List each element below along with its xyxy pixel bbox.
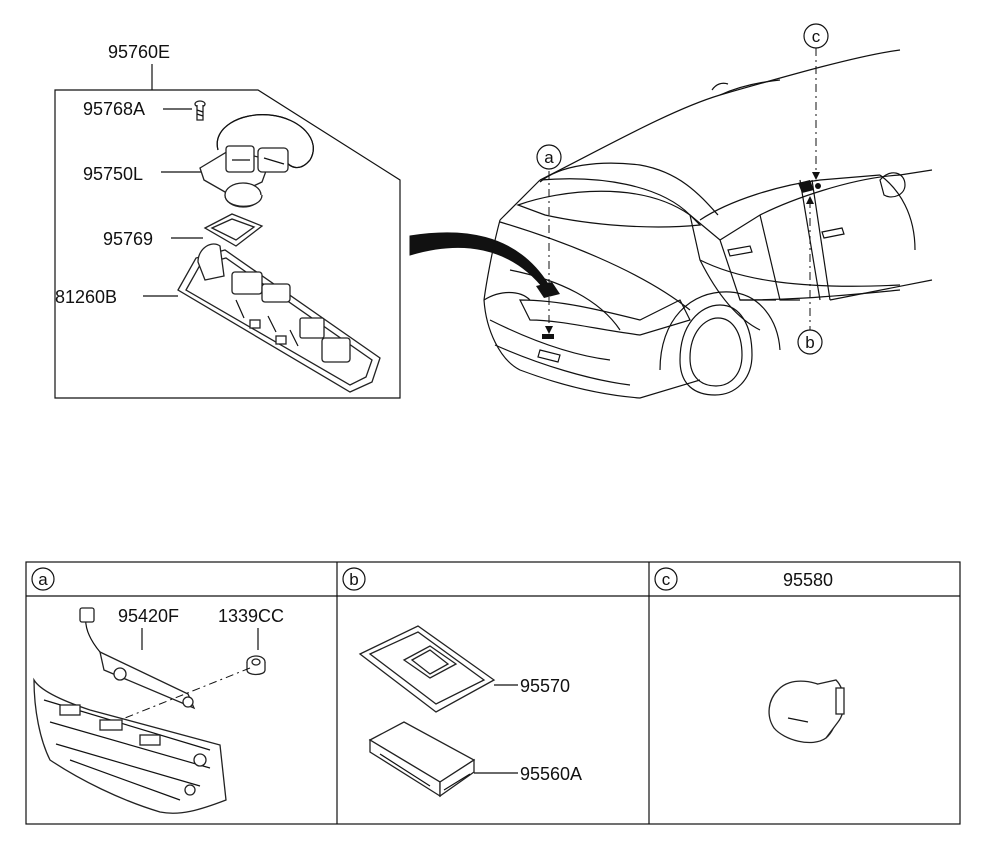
cell-b-part-2: 95560A — [520, 764, 582, 784]
cover-plate-icon — [358, 625, 496, 713]
part-label-switch: 95750L — [83, 164, 143, 184]
bumper-panel-icon — [33, 677, 227, 814]
detail-table: a b c 95580 95420F 1339CC — [25, 561, 961, 825]
button-switch-icon — [768, 679, 845, 744]
callout-circle-c — [803, 23, 829, 49]
cell-b-part-1: 95570 — [520, 676, 570, 696]
part-label-screw: 95768A — [83, 99, 145, 119]
cell-b-letter: b — [349, 570, 358, 589]
callout-letter-b: b — [805, 333, 814, 352]
gasket-icon — [203, 213, 264, 247]
pointer-arrow — [409, 232, 549, 291]
module-icon — [368, 721, 476, 798]
car-illustration — [483, 49, 933, 399]
antenna-icon — [79, 607, 196, 710]
callout-letter-a: a — [544, 148, 554, 167]
cell-a-part-2: 1339CC — [218, 606, 284, 626]
callout-circle-a — [536, 144, 562, 170]
cell-c-title: 95580 — [783, 570, 833, 590]
assembly-label: 95760E — [108, 42, 170, 62]
part-label-gasket: 95769 — [103, 229, 153, 249]
assembly-group: 95760E 95768A 95750L 95769 81260B — [54, 42, 401, 399]
assembly-frame — [54, 89, 401, 399]
callout-circle-b — [797, 329, 823, 355]
marker-a — [536, 282, 560, 298]
handle-icon — [177, 243, 381, 393]
callout-letter-c: c — [812, 27, 821, 46]
switch-icon — [199, 114, 314, 208]
part-label-handle: 81260B — [55, 287, 117, 307]
screw-icon — [194, 100, 206, 121]
cell-a-letter: a — [38, 570, 48, 589]
cell-c-letter: c — [662, 570, 671, 589]
nut-icon — [246, 655, 266, 676]
marker-c — [798, 180, 814, 193]
cell-a-part-1: 95420F — [118, 606, 179, 626]
